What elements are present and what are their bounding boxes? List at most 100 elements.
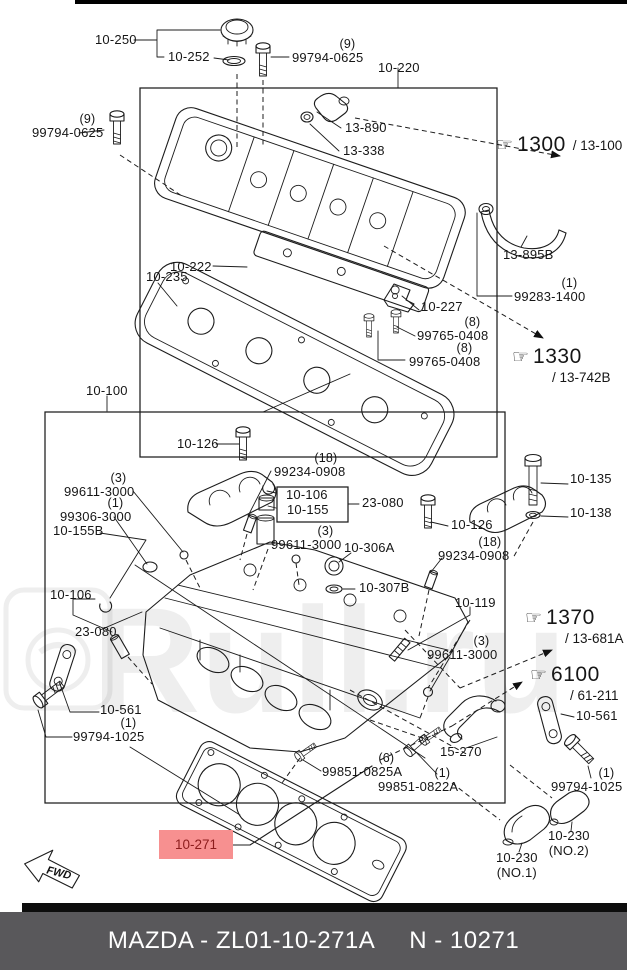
callout-10-222[interactable]: 10-222 <box>170 259 212 275</box>
highlighted-callout-10-271[interactable]: 10-271 <box>159 830 233 859</box>
callout-15-270[interactable]: 15-270 <box>440 744 482 760</box>
callout-10-155[interactable]: 10-155 <box>287 502 329 518</box>
callout-10-220[interactable]: 10-220 <box>378 60 420 76</box>
callout-part: 23-080 <box>75 624 117 639</box>
oil-filler-cap-drawing <box>220 18 254 67</box>
callout-99234-0908-b[interactable]: (18) 99234-0908 <box>438 535 509 564</box>
callout-10-119[interactable]: 10-119 <box>455 595 496 611</box>
xref-1300[interactable]: ☞ 1300 / 13-100 <box>496 133 622 157</box>
callout-10-230-no1[interactable]: 10-230 (NO.1) <box>496 850 538 880</box>
valve-cover-gasket-drawing <box>134 261 455 476</box>
callout-99851-0822A[interactable]: (1) 99851-0822A <box>378 766 458 795</box>
callout-qty: (1) <box>107 496 124 510</box>
callout-10-235[interactable]: 10-235 <box>146 269 188 285</box>
callout-13-338[interactable]: 13-338 <box>343 143 385 159</box>
callout-10-155B[interactable]: 10-155B <box>53 523 104 539</box>
callout-10-227[interactable]: 10-227 <box>421 299 463 315</box>
plug-tube-seal-parts-left <box>99 561 158 660</box>
harness-bracket-drawing <box>383 283 415 313</box>
callout-10-306A[interactable]: 10-306A <box>344 540 395 556</box>
callout-10-250[interactable]: 10-250 <box>95 32 137 48</box>
xref-6100[interactable]: ☞ 6100 / 61-211 <box>530 663 619 703</box>
callout-part: 99794-1025 <box>551 779 623 794</box>
callout-23-080-b[interactable]: 23-080 <box>75 624 117 640</box>
xref-number: 1300 <box>517 133 566 156</box>
callout-23-080-a[interactable]: 23-080 <box>362 495 404 511</box>
callout-part: 10-227 <box>421 299 463 314</box>
engine-hanger-right <box>537 696 562 745</box>
callout-99794-1025-right[interactable]: (1) 99794-1025 <box>551 766 622 795</box>
insulator-no2-drawing <box>549 790 590 826</box>
callout-part: 99765-0408 <box>417 328 489 343</box>
callout-99794-1025-left[interactable]: (1) 99794-1025 <box>73 716 144 745</box>
callout-qty: (18) <box>478 535 502 549</box>
callout-10-230-no2[interactable]: 10-230 (NO.2) <box>548 828 590 858</box>
seal-group-box <box>276 486 349 523</box>
callout-99794-0625-left[interactable]: (9) 99794-0625 <box>32 112 103 141</box>
callout-part: 99765-0408 <box>409 354 481 369</box>
callout-qty: (6) <box>378 751 395 765</box>
callout-99765-0408-b[interactable]: (8) 99765-0408 <box>409 341 480 370</box>
callout-part: 10-250 <box>95 32 137 47</box>
plug-tube-seal-parts <box>256 483 276 545</box>
xref-1330[interactable]: ☞ 1330 / 13-742B <box>512 345 611 385</box>
callout-qty: (1) <box>561 276 578 290</box>
callout-qty: (18) <box>314 451 338 465</box>
callout-99611-3000-b[interactable]: (3) 99611-3000 <box>271 524 341 553</box>
callout-part: 99306-3000 <box>60 509 132 524</box>
callout-qty: (9) <box>339 37 356 51</box>
callout-99283-1400[interactable]: (1) 99283-1400 <box>514 276 585 305</box>
xref-1370[interactable]: ☞ 1370 / 13-681A <box>525 606 624 646</box>
callout-part: 99611-3000 <box>64 484 135 499</box>
callout-10-126-b[interactable]: 10-126 <box>451 517 493 533</box>
head-gasket-drawing <box>175 741 407 903</box>
callout-10-100[interactable]: 10-100 <box>86 383 128 399</box>
callout-10-307B[interactable]: 10-307B <box>359 580 410 596</box>
callout-99611-3000-a[interactable]: (3) 99611-3000 <box>64 471 134 500</box>
callout-99306-3000[interactable]: (1) 99306-3000 <box>60 496 131 525</box>
callout-99794-0625-top[interactable]: (9) 99794-0625 <box>292 37 363 66</box>
callout-qty: (3) <box>110 471 127 485</box>
xref-sub: / 13-100 <box>572 137 623 153</box>
callout-10-106-box[interactable]: 10-106 <box>286 487 328 503</box>
callout-part: 10-307B <box>359 580 410 595</box>
callout-99765-0408-a[interactable]: (8) 99765-0408 <box>417 315 488 344</box>
callout-qty: (8) <box>464 315 481 329</box>
callout-10-106-left[interactable]: 10-106 <box>50 587 92 603</box>
callout-part: 99794-0625 <box>32 125 104 140</box>
callout-part: 10-135 <box>570 471 612 486</box>
callout-99611-3000-c[interactable]: (3) 99611-3000 <box>427 634 497 663</box>
pointing-hand-icon: ☞ <box>496 134 514 156</box>
fwd-arrow-label: FWD <box>45 865 72 883</box>
callout-10-561-right[interactable]: 10-561 <box>576 708 618 724</box>
callout-10-252[interactable]: 10-252 <box>168 49 210 65</box>
dowel-ball-b <box>291 554 301 564</box>
callout-part: 13-895B <box>503 247 554 262</box>
pointing-hand-icon: ☞ <box>525 607 543 629</box>
callout-qty: (3) <box>317 524 334 538</box>
callout-qty: (1) <box>120 716 137 730</box>
leader-lines <box>37 29 592 853</box>
xref-number: 6100 <box>551 663 600 686</box>
callout-part: 99851-0825A <box>322 764 403 779</box>
callout-part: 10-138 <box>570 505 612 520</box>
callout-part: 99851-0822A <box>378 779 459 794</box>
callout-part: 10-119 <box>455 595 496 610</box>
callout-10-561-left[interactable]: 10-561 <box>100 702 142 718</box>
callout-part: 99283-1400 <box>514 289 586 304</box>
callout-qty: (8) <box>456 341 473 355</box>
callout-10-138[interactable]: 10-138 <box>570 505 612 521</box>
callout-10-126-a[interactable]: 10-126 <box>177 436 219 452</box>
insulator-no1-drawing <box>502 804 551 846</box>
scan-border-top <box>75 0 627 4</box>
cylinder-head-section-box <box>44 411 506 804</box>
callout-99234-0908-a[interactable]: (18) 99234-0908 <box>274 451 345 480</box>
xref-number: 1330 <box>533 345 582 368</box>
callout-part: 13-890 <box>345 120 387 135</box>
callout-13-890[interactable]: 13-890 <box>345 120 387 136</box>
callout-part: 10-155B <box>53 523 104 538</box>
callout-13-895B[interactable]: 13-895B <box>503 247 554 263</box>
callout-10-135[interactable]: 10-135 <box>570 471 612 487</box>
callout-99851-0825A[interactable]: (6) 99851-0825A <box>322 751 402 780</box>
xref-sub: / 13-742B <box>552 370 611 385</box>
